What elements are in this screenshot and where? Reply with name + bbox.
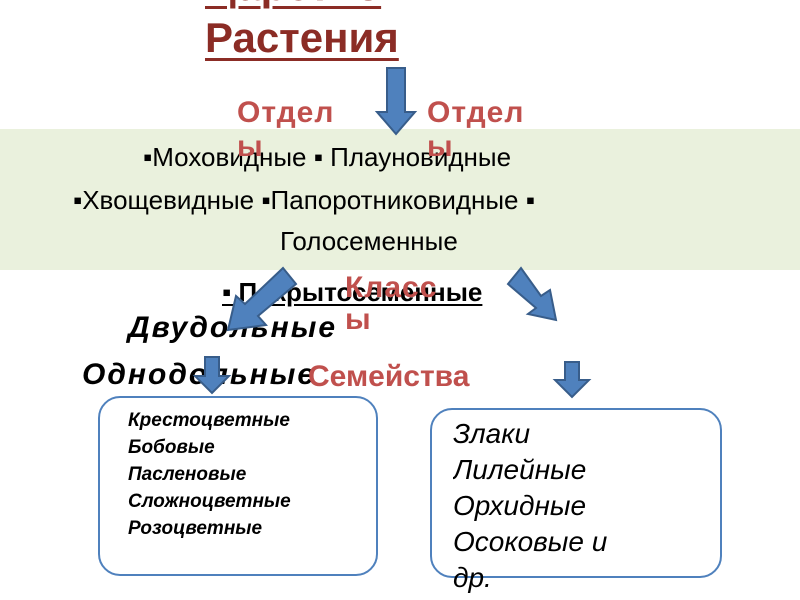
- monocot-families-box: [430, 408, 722, 578]
- divisions-line-2: ▪Хвощевидные ▪Папоротниковидные ▪: [73, 185, 535, 215]
- list-item: др.: [453, 562, 492, 593]
- divisions-line-3: Голосеменные: [280, 226, 458, 256]
- divisions-label-left: Отдел ы: [237, 96, 335, 163]
- class-monocots: Однодольные: [82, 358, 317, 391]
- arrow-down-right-icon: [506, 266, 558, 322]
- divisions-line-1: ▪Моховидные ▪ Плауновидные: [143, 142, 512, 172]
- dicot-families-box: [98, 396, 378, 576]
- list-item: Сложноцветные: [128, 491, 291, 512]
- monocot-families-list: Злаки Лилейные Орхидные Осоковые и др.: [453, 416, 607, 600]
- dicot-families-list: Крестоцветные Бобовые Пасленовые Сложноц…: [128, 407, 291, 542]
- list-item: Розоцветные: [128, 518, 263, 539]
- class-dicots: Двудольные: [128, 311, 338, 344]
- list-item: Крестоцветные: [128, 410, 290, 431]
- divisions-band: [0, 129, 800, 270]
- arrow-down-small-right-icon: [552, 361, 592, 399]
- list-item: Злаки: [453, 418, 531, 449]
- classes-label: Класс ы: [345, 271, 438, 336]
- families-label: Семейства: [308, 360, 470, 393]
- divisions-label-right: Отдел ы: [427, 96, 525, 163]
- title-top-fragment: Царство: [205, 0, 381, 10]
- list-item: Орхидные: [453, 490, 587, 521]
- list-item: Пасленовые: [128, 464, 247, 485]
- list-item: Лилейные: [453, 454, 587, 485]
- list-item: Осоковые и: [453, 526, 608, 557]
- arrow-down-icon: [374, 67, 418, 136]
- page-title: Растения: [205, 14, 399, 61]
- list-item: Бобовые: [128, 437, 215, 458]
